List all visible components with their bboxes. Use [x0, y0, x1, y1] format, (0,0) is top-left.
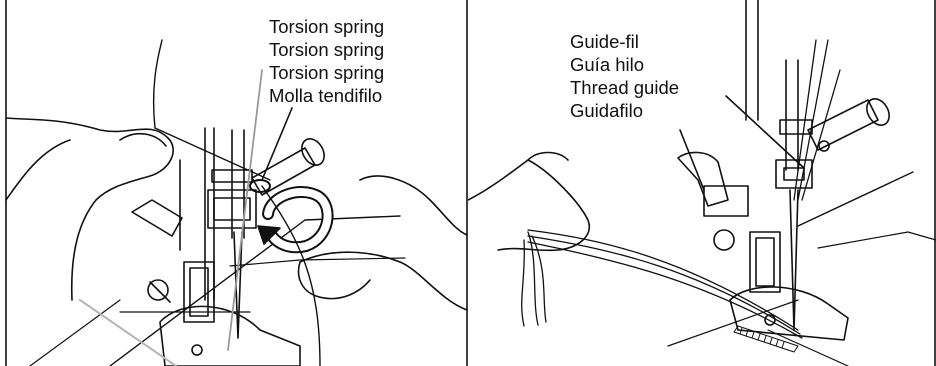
- needle-clamp-top: [780, 120, 812, 134]
- needle-plate-edge: [798, 172, 913, 226]
- foot-lever-arm: [680, 130, 704, 190]
- label-thread-guide: Thread guide: [570, 76, 679, 99]
- left-thumb: [120, 134, 166, 146]
- label-torsion-spring-es: Torsion spring: [269, 38, 384, 61]
- thread-grey: [228, 70, 262, 350]
- label-guide-fil: Guide-fil: [570, 30, 679, 53]
- foot-knob: [714, 230, 734, 250]
- foot-screw: [192, 345, 202, 355]
- thread-up-3: [802, 70, 840, 200]
- presser-shank-inner: [756, 238, 774, 286]
- left-drawing: [0, 0, 468, 366]
- hand-finger: [528, 153, 568, 161]
- plate-line-2: [230, 258, 405, 266]
- label-guia-hilo: Guía hilo: [570, 53, 679, 76]
- thread-3: [528, 242, 802, 338]
- label-molla-tendifilo: Molla tendifilo: [269, 84, 384, 107]
- left-label-block: Torsion spring Torsion spring Torsion sp…: [269, 15, 384, 107]
- thread-guide-inner: [784, 168, 804, 180]
- left-illustration: Torsion spring Torsion spring Torsion sp…: [0, 0, 468, 366]
- left-hand-outline: [6, 118, 173, 300]
- right-illustration: [468, 0, 936, 366]
- right-label-block: Guide-fil Guía hilo Thread guide Guidafi…: [570, 30, 679, 122]
- thread-tails: [522, 232, 546, 326]
- presser-shank: [750, 232, 780, 292]
- plate-line: [818, 232, 936, 248]
- plate-diagonal: [30, 300, 120, 366]
- screw-head: [297, 135, 328, 169]
- side-bracket: [132, 200, 182, 236]
- label-torsion-spring-en: Torsion spring: [269, 61, 384, 84]
- right-drawing: [468, 0, 936, 366]
- plate-diagonal: [768, 330, 848, 366]
- needle: [790, 190, 798, 330]
- leader-torsion-spring: [262, 108, 292, 180]
- label-torsion-spring-fr: Torsion spring: [269, 15, 384, 38]
- leader-thread-guide: [726, 96, 804, 168]
- label-guidafilo: Guidafilo: [570, 99, 679, 122]
- foot-lever: [678, 152, 728, 206]
- thread-dark-up: [154, 40, 162, 128]
